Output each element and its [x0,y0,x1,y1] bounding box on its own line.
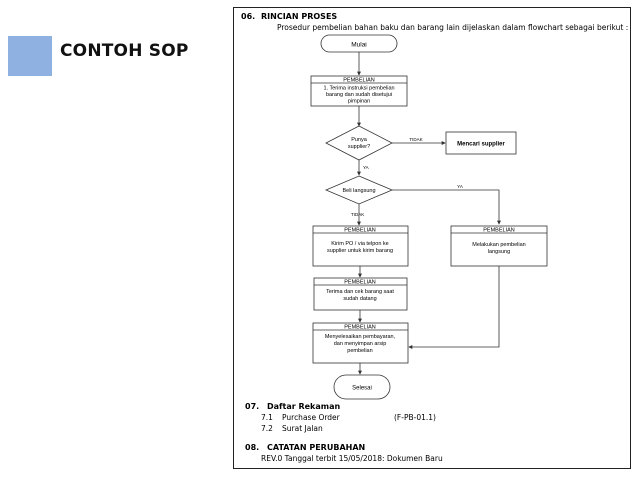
decision2-no-label: TIDAK [351,212,364,217]
decision1-line-2: supplier? [348,144,370,150]
decision1-no-label: TIDAK [409,137,422,142]
record-7-2-label: Surat Jalan [282,424,323,433]
box1-line-2: barang dan sudah disetujui [326,92,392,98]
start-label: Mulai [351,42,367,49]
title-accent-square [8,36,52,76]
box3-line-2: sudah datang [343,296,376,302]
box4-line-2: dan menyimpan arsip [334,341,387,347]
section-8-heading: CATATAN PERUBAHAN [267,443,366,452]
box4-line-1: Menyelesaikan pembayaran, [325,334,396,340]
section-6-number: 06. [241,12,256,21]
box2-line-2: supplier untuk kirim barang [327,248,393,254]
flowchart: Mulai PEMBELIAN 1. Terima instruksi pemb… [310,34,548,400]
section-6-intro: Prosedur pembelian bahan baku dan barang… [277,23,629,32]
slide-title: CONTOH SOP [60,41,189,61]
box2-line-1: Kirim PO / via telpon ke [331,241,388,247]
box-right-header: PEMBELIAN [483,228,515,234]
box3-process [313,277,408,311]
decision1-yes-label: YA [363,165,369,170]
side-box-find-supplier [445,131,517,155]
record-7-2-number: 7.2 [261,424,273,433]
end-label: Selesai [352,386,372,392]
decision1-diamond [325,125,393,161]
decision2-yes-label: YA [457,184,463,189]
box1-line-3: pimpinan [348,99,370,105]
section-8-number: 08. [245,443,260,452]
box3-header: PEMBELIAN [344,280,376,286]
box-right-line-1: Melakukan pembelian [472,242,526,248]
section-6-heading: RINCIAN PROSES [261,12,338,21]
record-7-1-label: Purchase Order [282,413,340,422]
box3-line-1: Terima dan cek barang saat [326,289,394,295]
box1-header: PEMBELIAN [343,78,375,84]
side-box-label: Mencari supplier [457,142,505,148]
box2-header: PEMBELIAN [344,228,376,234]
box1-line-1: 1. Terima instruksi pembelian [323,86,394,92]
record-7-1-code: (F-PB-01.1) [394,413,436,422]
box1-process [310,75,408,107]
box4-header: PEMBELIAN [344,325,376,331]
record-7-1-number: 7.1 [261,413,273,422]
decision1-line-1: Punya [351,137,368,143]
arrow-box-right-to-box4 [408,266,500,349]
end-terminator [333,374,391,400]
section-7-heading: Daftar Rekaman [267,402,341,411]
box4-line-3: pembelian [347,348,372,354]
sop-document: 06. RINCIAN PROSES Prosedur pembelian ba… [233,7,631,469]
arrow-decision2-yes [392,189,501,225]
section-7-number: 07. [245,402,260,411]
box-right-line-2: langsung [488,249,510,255]
decision2-label: Beli langsung [342,188,375,194]
section-8-text: REV.0 Tanggal terbit 15/05/2018: Dokumen… [261,454,443,463]
